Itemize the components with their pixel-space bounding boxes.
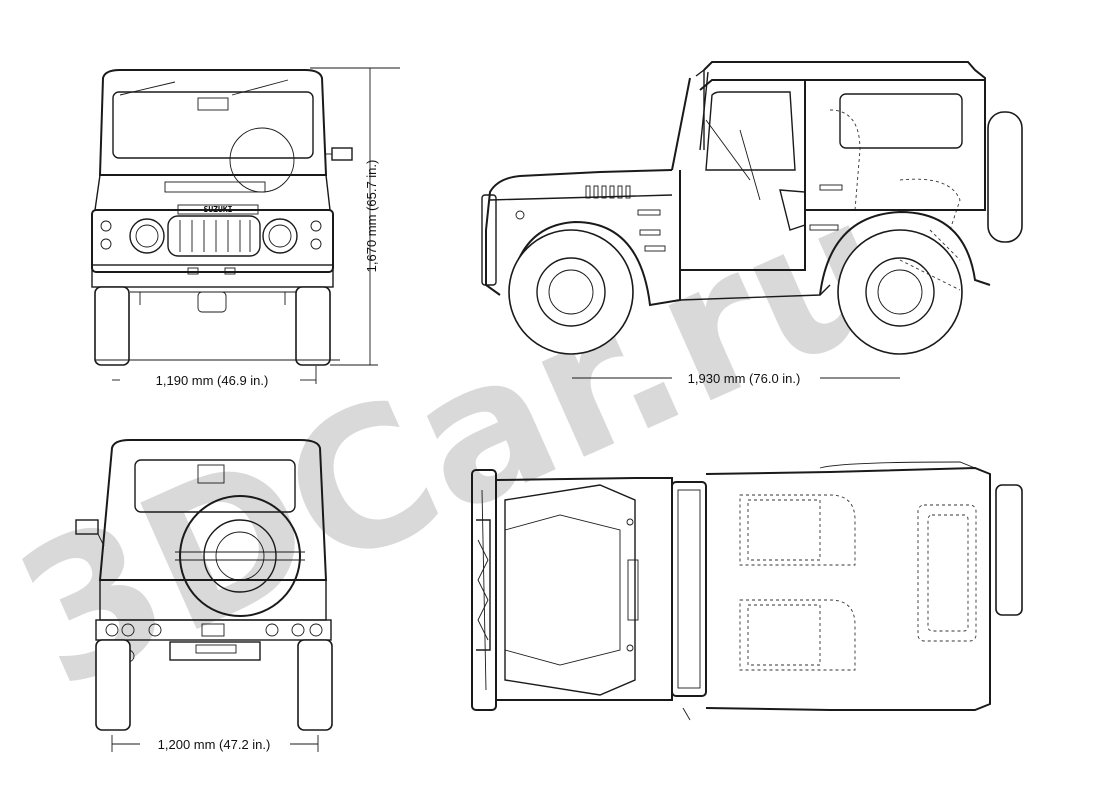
rear-side-mirror-icon <box>75 519 99 535</box>
hood-vents <box>585 185 631 199</box>
spare-tire-rear <box>179 495 301 617</box>
front-width-dimension: 1,190 mm (46.9 in.) <box>156 373 269 388</box>
front-grille <box>167 215 261 257</box>
rear-seat <box>917 504 977 642</box>
watermark-text: 3DCar.ru <box>0 153 924 731</box>
front-view: SUZUKI <box>91 67 400 388</box>
top-view <box>471 461 1023 721</box>
front-seats <box>739 494 856 671</box>
spare-tire-top <box>995 484 1023 616</box>
rear-left-tire <box>95 639 131 731</box>
spare-tire-side <box>987 111 1023 243</box>
watermark: 3DCar.ru <box>0 153 924 731</box>
side-wheelbase-dimension: 1,930 mm (76.0 in.) <box>688 371 801 386</box>
grille-badge: SUZUKI <box>204 205 233 214</box>
left-headlight-icon <box>129 218 165 254</box>
front-left-tire <box>94 286 130 366</box>
rear-lights <box>105 623 323 637</box>
side-rear-tire <box>837 229 963 355</box>
side-mirror-icon <box>331 147 353 161</box>
right-headlight-icon <box>262 218 298 254</box>
side-view: 1,930 mm (76.0 in.) <box>481 61 1023 386</box>
front-height-dimension: 1,670 mm (65.7 in.) <box>364 160 379 273</box>
rear-width-dimension: 1,200 mm (47.2 in.) <box>158 737 271 752</box>
front-right-tire <box>295 286 331 366</box>
side-front-tire <box>508 229 634 355</box>
rear-view: 1,200 mm (47.2 in.) <box>75 439 333 752</box>
rear-right-tire <box>297 639 333 731</box>
